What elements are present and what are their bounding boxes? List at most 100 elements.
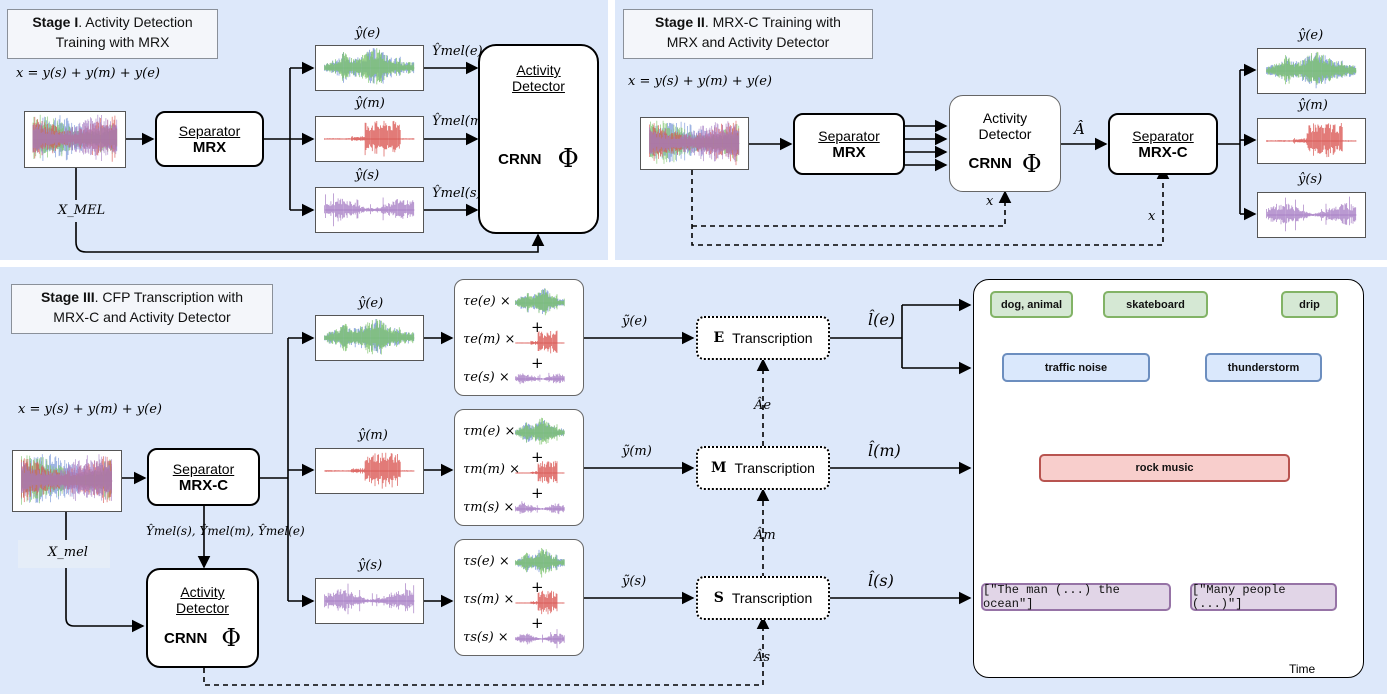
- waveform-plot: [324, 48, 415, 85]
- waveform-trace: [649, 121, 740, 162]
- tau-label: τe(s) ×: [463, 370, 510, 385]
- waveform-trace: [515, 590, 565, 615]
- stage1-wave-s: [315, 187, 424, 233]
- waveform-plot: [32, 114, 118, 162]
- tag-rock-music: rock music: [1039, 454, 1290, 482]
- waveform-plot: [515, 548, 565, 578]
- plus-sign: +: [531, 614, 544, 632]
- stage1-wave-e: [315, 45, 424, 91]
- waveform-trace: [1266, 51, 1357, 85]
- waveform-plot: [324, 193, 415, 227]
- stage3-mix-s: τs(e) × τs(m) × τs(s) × + +: [454, 539, 584, 656]
- detector-label: Detector: [176, 600, 229, 616]
- tag-caption-2: ["Many people (...)"]: [1190, 583, 1337, 611]
- waveform-trace: [515, 372, 565, 385]
- stage2-activity-detector: Activity Detector CRNN Φ: [949, 95, 1061, 192]
- phi-symbol: Φ: [221, 624, 242, 652]
- detector-label: Detector: [512, 78, 565, 94]
- stage3-Ahat-e: Âe: [754, 398, 772, 413]
- detector-label: Detector: [978, 125, 1032, 142]
- stage2-yhat-e: ŷ(e): [1298, 28, 1324, 43]
- stage3-mix-e: τe(e) × τe(m) × τe(s) × + +: [454, 279, 584, 396]
- separator-model: MRX-C: [178, 476, 229, 494]
- stage2-yhat-s: ŷ(s): [1298, 172, 1323, 187]
- waveform-plot: [515, 590, 565, 615]
- stage1-yhat-m: ŷ(m): [355, 96, 385, 111]
- stage3-lhat-s: l̂(s): [868, 571, 894, 590]
- waveform-plot: [515, 460, 565, 484]
- transcription-label: Transcription: [732, 330, 813, 346]
- waveform-plot: [515, 417, 565, 445]
- tau-label: τe(m) ×: [463, 332, 516, 347]
- tau-label: τs(s) ×: [463, 630, 509, 645]
- waveform-plot: [515, 501, 565, 515]
- stage3-activity-detector: Activity Detector CRNN Φ: [146, 568, 259, 668]
- waveform-trace: [515, 629, 565, 649]
- stage3-transcription-s: S Transcription: [696, 576, 830, 620]
- stage2-yhat-m: ŷ(m): [1298, 98, 1328, 113]
- waveform-plot: [1266, 123, 1357, 158]
- waveform-trace: [515, 417, 565, 445]
- stage3-ytilde-s: ỹ(s): [622, 574, 647, 589]
- waveform-trace: [324, 452, 415, 489]
- tau-label: τm(e) ×: [463, 424, 516, 439]
- waveform-plot: [21, 454, 113, 505]
- stage2-wave-s: [1257, 192, 1366, 238]
- transcription-letter: S: [713, 590, 724, 606]
- stage2-mixture-waveform: [640, 117, 749, 170]
- phi-symbol: Φ: [1021, 149, 1042, 178]
- waveform-plot: [515, 288, 565, 316]
- plus-sign: +: [531, 484, 544, 502]
- stage2-x-label-1: x: [986, 194, 994, 209]
- waveform-trace: [21, 454, 112, 501]
- waveform-trace: [515, 288, 565, 316]
- waveform-plot: [324, 319, 415, 355]
- stage2-separator-mrx: Separator MRX: [793, 113, 905, 175]
- waveform-plot: [1266, 51, 1357, 89]
- stage3-yhat-m: ŷ(m): [358, 428, 388, 443]
- tag-caption-1: ["The man (...) the ocean"]: [981, 583, 1171, 611]
- stage3-ytilde-e: ỹ(e): [622, 314, 648, 329]
- stage1-Yhat-e: Ŷmel(e): [432, 44, 483, 59]
- stage2-mix-formula: x = y(s) + y(m) + y(e): [628, 74, 772, 89]
- stage3-wave-s: [315, 578, 424, 624]
- stage3-lhat-m: l̂(m): [868, 441, 901, 460]
- stage3-ytilde-m: ỹ(m): [622, 444, 652, 459]
- stage2-title: Stage II. MRX-C Training with MRX and Ac…: [623, 9, 873, 59]
- waveform-trace: [515, 548, 565, 578]
- transcription-label: Transcription: [731, 590, 813, 606]
- detector-label: Activity: [516, 62, 561, 78]
- stage3-yhat-s: ŷ(s): [358, 558, 383, 573]
- stage1-Yhat-s: Ŷmel(s): [432, 186, 482, 201]
- stage2-wave-e: [1257, 48, 1366, 94]
- stage3-wave-e: [315, 315, 424, 361]
- time-axis-label: Time: [1289, 662, 1316, 676]
- tag-skateboard: skateboard: [1103, 291, 1208, 318]
- tag-drip: drip: [1281, 291, 1338, 318]
- tag-thunderstorm: thunderstorm: [1205, 353, 1322, 382]
- stage1-separator-mrx: Separator MRX: [155, 111, 264, 167]
- waveform-trace: [32, 114, 118, 161]
- plus-sign: +: [531, 318, 544, 336]
- transcription-letter: M: [711, 460, 727, 476]
- crnn-label: CRNN: [163, 629, 208, 647]
- waveform-trace: [324, 319, 415, 355]
- waveform-trace: [1266, 123, 1357, 158]
- stage3-separator-mrxc: Separator MRX-C: [147, 448, 260, 506]
- stage3-mix-m: τm(e) × τm(m) × τm(s) × + +: [454, 409, 584, 526]
- plus-sign: +: [531, 354, 544, 372]
- detector-label: Activity: [180, 584, 225, 600]
- stage3-Ahat-s: Âs: [754, 650, 771, 665]
- separator-label: Separator: [172, 460, 235, 477]
- stage1-yhat-s: ŷ(s): [355, 168, 380, 183]
- stage3-mix-formula: x = y(s) + y(m) + y(e): [18, 402, 162, 417]
- stage2-x-label-2: x: [1148, 209, 1156, 224]
- waveform-plot: [515, 372, 565, 385]
- plus-sign: +: [531, 578, 544, 596]
- waveform-plot: [515, 330, 565, 354]
- separator-label: Separator: [1132, 127, 1194, 144]
- stage1-title: Stage I. Activity Detection Training wit…: [7, 9, 218, 59]
- crnn-label: CRNN: [498, 150, 542, 168]
